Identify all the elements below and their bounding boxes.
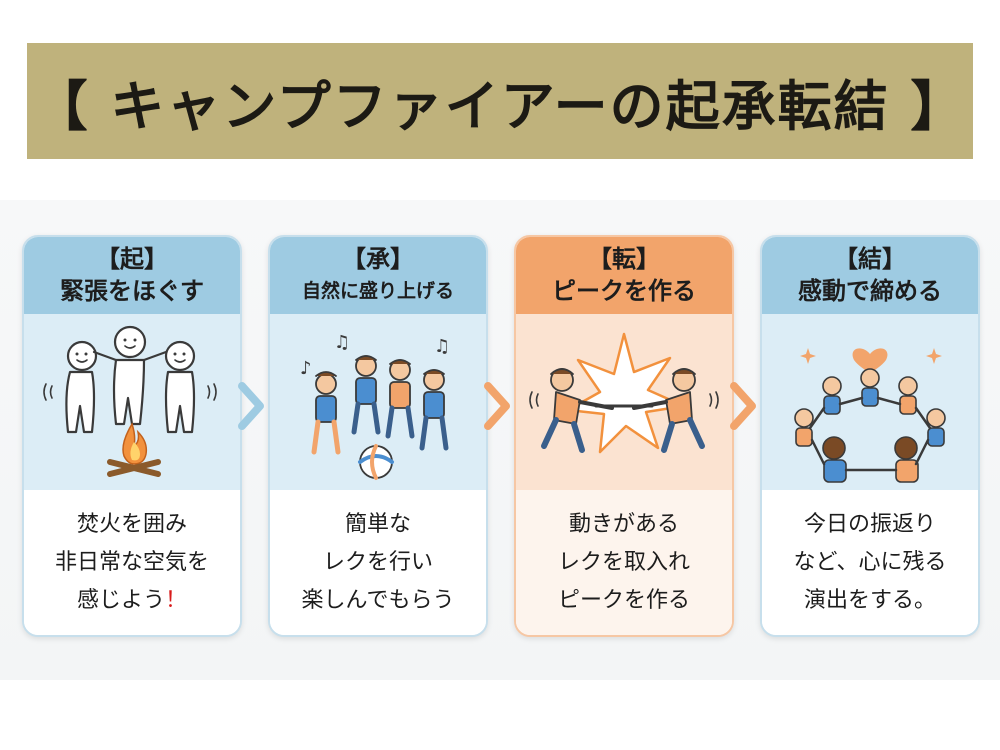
- svg-text:♫: ♫: [334, 332, 350, 353]
- card-ki: 【起】 緊張をほぐす: [22, 235, 242, 637]
- card-header: 【起】 緊張をほぐす: [24, 237, 240, 314]
- card-header: 【転】 ピークを作る: [516, 237, 732, 314]
- people-bonfire-icon: [24, 314, 240, 490]
- card-line: ピークを作る: [557, 587, 690, 613]
- chevron-right-icon: [484, 382, 510, 430]
- card-heading: ピークを作る: [552, 276, 696, 305]
- card-line: 非日常な空気を: [54, 549, 209, 575]
- card-line: 動きがある: [568, 511, 679, 537]
- card-stage-label: 【結】: [834, 244, 906, 273]
- svg-text:♪: ♪: [300, 358, 312, 379]
- card-ketsu: 【結】 感動で締める 今日の振返り: [760, 235, 980, 637]
- card-line: 焚火を囲み: [76, 511, 187, 537]
- card-heading: 感動で締める: [798, 276, 942, 305]
- card-stage-label: 【転】: [588, 244, 660, 273]
- card-line: レクを行い: [322, 549, 433, 575]
- card-header: 【結】 感動で締める: [762, 237, 978, 314]
- card-line: レクを取入れ: [557, 549, 690, 575]
- card-line: 今日の振返り: [803, 511, 936, 537]
- card-line: 簡単な: [344, 511, 411, 537]
- card-stage-label: 【承】: [342, 244, 414, 273]
- card-line: 楽しんでもらう: [301, 587, 455, 613]
- tug-of-war-icon: [516, 314, 732, 490]
- page-title: 【 キャンプファイアーの起承転結 】: [33, 74, 967, 138]
- kids-playing-music-icon: ♪ ♫ ♫: [270, 314, 486, 490]
- card-ten: 【転】 ピークを作る: [514, 235, 734, 637]
- svg-text:♫: ♫: [434, 336, 450, 357]
- card-heading: 自然に盛り上げる: [301, 279, 454, 302]
- card-body: 動きがある レクを取入れ ピークを作る: [516, 490, 732, 635]
- card-sho: 【承】 自然に盛り上げる: [268, 235, 488, 637]
- chevron-right-icon: [730, 382, 756, 430]
- card-body: 簡単な レクを行い 楽しんでもらう: [270, 490, 486, 635]
- circle-holding-hands-icon: [762, 314, 978, 490]
- title-banner: 【 キャンプファイアーの起承転結 】: [27, 43, 973, 159]
- card-body: 焚火を囲み 非日常な空気を 感じよう！: [24, 490, 240, 635]
- card-line: 感じよう！: [77, 582, 187, 620]
- card-heading: 緊張をほぐす: [60, 276, 204, 305]
- exclamation-mark: ！: [165, 587, 188, 613]
- card-line: 演出をする。: [803, 587, 936, 613]
- card-header: 【承】 自然に盛り上げる: [270, 237, 486, 314]
- card-line-text: 感じよう: [76, 587, 165, 613]
- chevron-right-icon: [238, 382, 264, 430]
- card-stage-label: 【起】: [96, 244, 168, 273]
- card-body: 今日の振返り など、心に残る 演出をする。: [762, 490, 978, 635]
- card-line: など、心に残る: [793, 549, 947, 575]
